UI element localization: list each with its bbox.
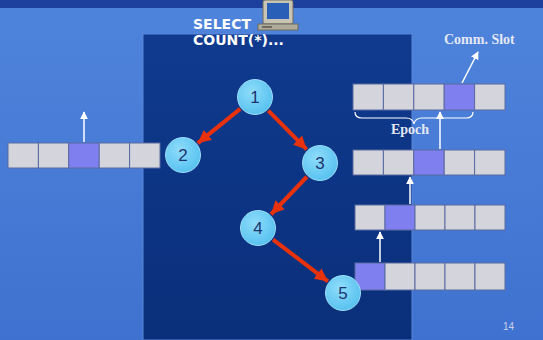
node-number: 5 <box>338 285 347 302</box>
pointer-arrow <box>439 112 441 149</box>
pointer-arrow <box>409 177 411 204</box>
node-number: 2 <box>178 147 187 164</box>
pointer-arrow <box>379 232 381 262</box>
process-circle: 2 <box>165 137 201 173</box>
query-text: SELECT COUNT(*)... <box>193 16 285 48</box>
annotation: Comm. Slot <box>444 32 515 48</box>
node-number: 1 <box>250 89 259 106</box>
array <box>353 150 505 175</box>
node-number: 3 <box>315 155 324 172</box>
pointer-arrow <box>83 112 85 142</box>
array <box>355 263 505 290</box>
computer-icon <box>258 0 298 30</box>
pointer-arrow <box>462 52 478 83</box>
flow-arrow <box>271 177 307 215</box>
process-circle: 4 <box>240 210 276 246</box>
array <box>353 84 505 110</box>
panel <box>143 34 412 340</box>
flow-arrow <box>268 111 306 150</box>
process-circle: 5 <box>325 275 361 311</box>
node-number: 4 <box>253 220 262 237</box>
flow-arrow <box>273 240 328 282</box>
process-circle: 3 <box>302 145 338 181</box>
flow-arrow <box>198 109 240 143</box>
array <box>8 143 160 168</box>
array <box>355 205 505 230</box>
annotation: Epoch <box>391 122 429 138</box>
page-number: 14 <box>503 321 514 333</box>
process-circle: 1 <box>237 79 273 115</box>
